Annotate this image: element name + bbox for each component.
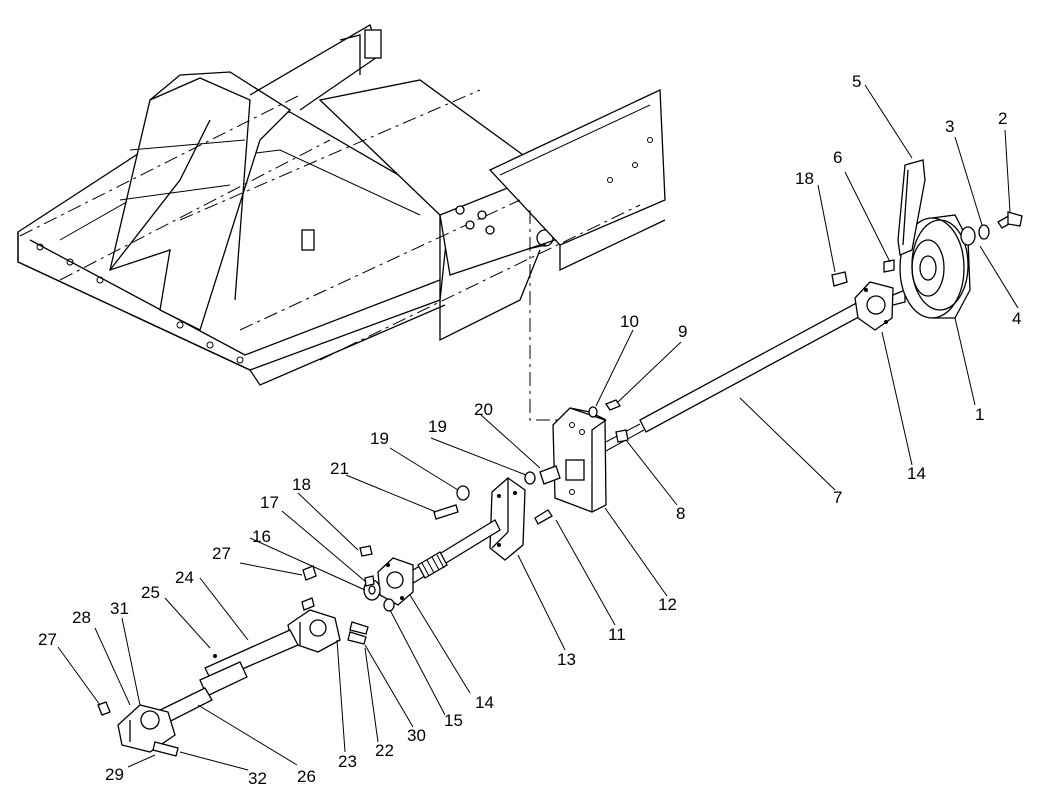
lower-bearing-hardware (359, 545, 395, 612)
callout-14-lower: 14 (475, 693, 494, 712)
callout-5: 5 (852, 72, 861, 91)
lower-shaft (404, 519, 501, 586)
callout-16: 16 (252, 527, 271, 546)
callout-13: 13 (557, 650, 576, 669)
callout-7: 7 (833, 488, 842, 507)
mount-plate (552, 407, 607, 513)
callout-26: 26 (297, 767, 316, 786)
telescoping-shaft (149, 629, 299, 729)
lower-universal-joint (97, 565, 317, 757)
callout-18-lower: 18 (292, 475, 311, 494)
callout-22: 22 (375, 741, 394, 760)
upper-universal-joint (287, 597, 369, 653)
callout-6: 6 (833, 148, 842, 167)
idler-arm (897, 159, 926, 256)
flange-bolts (433, 485, 553, 525)
callout-15: 15 (444, 711, 463, 730)
callout-31: 31 (110, 599, 129, 618)
callout-19-left: 19 (370, 429, 389, 448)
callout-8: 8 (676, 504, 685, 523)
callout-32: 32 (248, 769, 267, 788)
callout-23: 23 (338, 752, 357, 771)
callout-27-lower: 27 (38, 630, 57, 649)
callout-28: 28 (72, 608, 91, 627)
callout-25: 25 (141, 583, 160, 602)
callout-12: 12 (658, 595, 677, 614)
callout-29: 29 (105, 765, 124, 784)
mount-hardware (524, 399, 629, 485)
callout-3: 3 (945, 117, 954, 136)
callout-21: 21 (330, 459, 349, 478)
callout-18-upper: 18 (795, 169, 814, 188)
callout-11: 11 (608, 625, 626, 644)
callout-numbers: 1 2 3 4 5 6 7 8 9 10 11 12 13 14 14 15 1… (38, 72, 1021, 788)
pulley-hardware (831, 211, 1023, 287)
callout-9: 9 (678, 322, 687, 341)
pulley (899, 214, 971, 319)
callout-4: 4 (1012, 309, 1021, 328)
callout-1: 1 (975, 405, 984, 424)
callout-2: 2 (998, 109, 1007, 128)
mower-frame (17, 24, 666, 421)
callout-10: 10 (620, 312, 639, 331)
callout-30: 30 (407, 726, 426, 745)
callout-14-upper: 14 (907, 464, 926, 483)
square-flange-plate (489, 477, 526, 561)
callout-20: 20 (474, 400, 493, 419)
callout-17: 17 (260, 493, 279, 512)
drive-shaft (599, 299, 869, 453)
leader-lines (57, 84, 1019, 771)
upper-flange-bearing (854, 281, 906, 331)
callout-27-upper: 27 (212, 544, 231, 563)
lower-flange-bearing (377, 557, 414, 606)
callout-24: 24 (175, 568, 194, 587)
callout-19-right: 19 (428, 417, 447, 436)
